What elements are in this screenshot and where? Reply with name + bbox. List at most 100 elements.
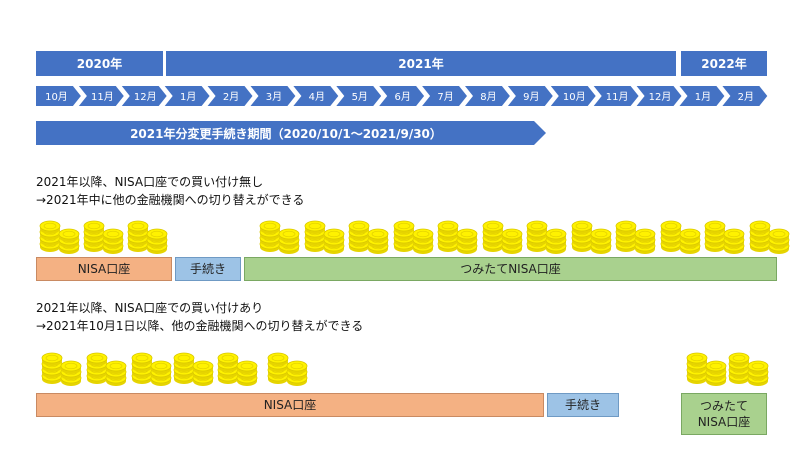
month-chevron: 9月	[507, 86, 553, 106]
change-procedure-period-arrow: 2021年分変更手続き期間（2020/10/1〜2021/9/30）	[36, 121, 546, 145]
month-chevron-shape	[422, 86, 467, 106]
coin-stack-icon	[685, 349, 729, 386]
coin-stack-icon	[748, 217, 792, 254]
month-chevron-shape	[36, 86, 81, 106]
coin-stack-icon	[727, 349, 771, 386]
month-chevron: 6月	[379, 86, 425, 106]
year-2021-bar: 2021年	[166, 51, 676, 76]
month-chevron-shape	[164, 86, 210, 106]
scenario1-condition: 2021年以降、NISA口座での買い付け無し	[36, 175, 264, 189]
coin-stack-icon	[85, 349, 129, 386]
month-chevron: 1月	[164, 86, 210, 106]
month-label: 9月	[523, 91, 539, 103]
coin-stack-icon	[172, 349, 216, 386]
coin-stack-icon	[659, 217, 703, 254]
month-chevron-shape	[550, 86, 596, 106]
year-2020-bar: 2020年	[36, 51, 163, 76]
coin-stack-icon	[303, 217, 347, 254]
scenario1-tsumitate-label: つみたてNISA口座	[460, 261, 561, 276]
year-2021-label: 2021年	[398, 57, 444, 71]
year-2022-label: 2022年	[701, 57, 747, 71]
month-label: 8月	[480, 91, 496, 103]
coin-stack-icon	[126, 217, 170, 254]
month-chevron: 3月	[250, 86, 296, 106]
month-label: 11月	[91, 91, 114, 103]
scenario2-tsumitate-label-line1: つみたて	[699, 398, 748, 413]
coin-stack-icon	[570, 217, 614, 254]
month-chevron-shape	[336, 86, 382, 106]
coin-stack-icon	[258, 217, 302, 254]
month-chevron-shape	[121, 86, 167, 106]
month-chevron: 5月	[336, 86, 382, 106]
scenario2-nisa-account: NISA口座	[36, 393, 544, 417]
month-label: 2月	[738, 91, 754, 103]
coin-stack-icon	[40, 349, 84, 386]
scenario2-tsumitate-account: つみたて NISA口座	[681, 393, 767, 435]
scenario1-result: →2021年中に他の金融機関への切り替えができる	[36, 193, 305, 207]
scenario1-tsumitate-account: つみたてNISA口座	[244, 257, 777, 281]
scenario1-procedure-label: 手続き	[189, 261, 226, 276]
month-label: 7月	[437, 91, 453, 103]
month-chevron: 11月	[78, 86, 124, 106]
month-label: 4月	[309, 91, 325, 103]
month-chevron: 11月	[593, 86, 639, 106]
month-chevron-shape	[679, 86, 725, 106]
year-2020-label: 2020年	[76, 57, 123, 71]
coin-stack-icon	[82, 217, 126, 254]
scenario2-procedure-label: 手続き	[564, 397, 601, 412]
coin-stack-icon	[266, 349, 310, 386]
month-label: 1月	[180, 91, 196, 103]
month-chevron: 10月	[36, 86, 81, 106]
month-chevron-shape	[250, 86, 296, 106]
month-chevron: 10月	[550, 86, 596, 106]
month-label: 12月	[134, 91, 157, 103]
coin-stack-icon	[525, 217, 569, 254]
month-chevron: 8月	[465, 86, 510, 106]
scenario2-tsumitate-label-line2: NISA口座	[697, 415, 751, 429]
month-chevron-shape	[379, 86, 425, 106]
scenario1-nisa-account: NISA口座	[36, 257, 172, 281]
coin-stack-icon	[703, 217, 747, 254]
scenario2-condition: 2021年以降、NISA口座での買い付けあり	[36, 301, 264, 315]
month-chevron-shape	[465, 86, 510, 106]
month-chevron-shape	[507, 86, 553, 106]
month-chevron-shape	[207, 86, 253, 106]
month-chevron-shape	[593, 86, 639, 106]
change-procedure-period-label: 2021年分変更手続き期間（2020/10/1〜2021/9/30）	[130, 126, 442, 141]
month-chevron-shape	[722, 86, 768, 106]
month-chevron-shape	[78, 86, 124, 106]
month-chevron: 12月	[121, 86, 167, 106]
month-chevron: 2月	[207, 86, 253, 106]
month-chevron: 12月	[636, 86, 682, 106]
month-chevron-shape	[636, 86, 682, 106]
scenario2-procedure: 手続き	[547, 393, 619, 417]
scenario2-result: →2021年10月1日以降、他の金融機関への切り替えができる	[36, 319, 364, 333]
coin-stack-icon	[436, 217, 480, 254]
month-label: 10月	[563, 91, 586, 103]
year-2022-bar: 2022年	[681, 51, 767, 76]
coin-stack-icon	[481, 217, 525, 254]
coin-stack-icon	[392, 217, 436, 254]
month-chevron: 2月	[722, 86, 768, 106]
scenario1-procedure: 手続き	[175, 257, 241, 281]
month-label: 3月	[266, 91, 282, 103]
scenario2-nisa-label: NISA口座	[263, 397, 317, 412]
coin-stack-icon	[347, 217, 391, 254]
coin-stack-icon	[130, 349, 174, 386]
scenario1-nisa-label: NISA口座	[77, 261, 131, 276]
month-label: 12月	[649, 91, 672, 103]
coin-stack-icon	[216, 349, 260, 386]
month-label: 1月	[695, 91, 711, 103]
coin-stack-icon	[38, 217, 82, 254]
month-chevron: 4月	[293, 86, 339, 106]
month-chevron: 7月	[422, 86, 467, 106]
month-label: 11月	[606, 91, 629, 103]
month-label: 10月	[45, 91, 68, 103]
month-label: 5月	[352, 91, 368, 103]
coin-stack-icon	[614, 217, 658, 254]
month-chevron: 1月	[679, 86, 725, 106]
month-label: 6月	[394, 91, 410, 103]
month-chevron-shape	[293, 86, 339, 106]
month-label: 2月	[223, 91, 239, 103]
